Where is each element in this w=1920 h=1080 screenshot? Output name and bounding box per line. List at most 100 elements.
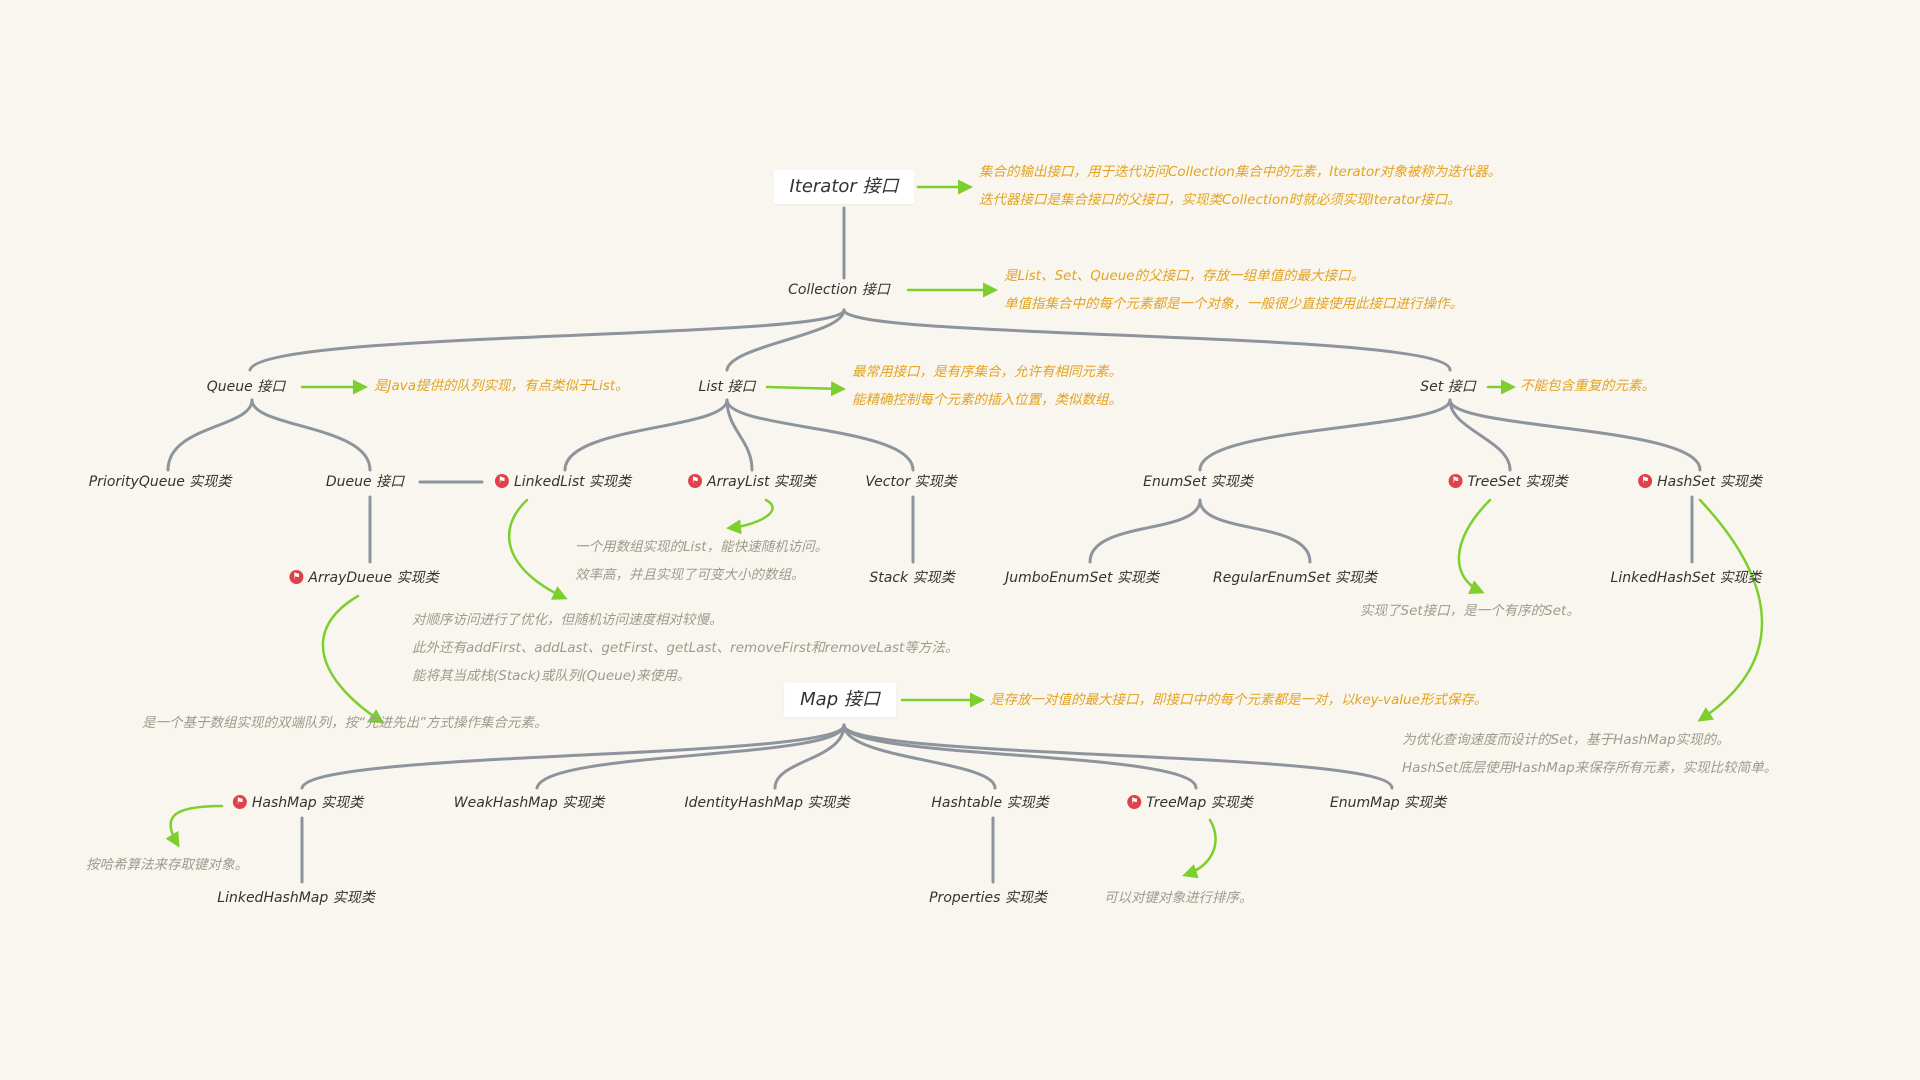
- node-linkedhashmap[interactable]: LinkedHashMap 实现类: [217, 890, 375, 906]
- note-line: 集合的输出接口，用于迭代访问Collection集合中的元素，Iterator对…: [979, 164, 1502, 180]
- node-weakhashmap[interactable]: WeakHashMap 实现类: [453, 795, 605, 811]
- arrow-hashmap-note: [165, 804, 224, 848]
- note-line: 单值指集合中的每个元素都是一个对象，一般很少直接使用此接口进行操作。: [1004, 296, 1463, 312]
- note-collection: 是List、Set、Queue的父接口，存放一组单值的最大接口。 单值指集合中的…: [1004, 262, 1463, 318]
- note-line: 迭代器接口是集合接口的父接口，实现类Collection时就必须实现Iterat…: [979, 192, 1461, 208]
- node-vector[interactable]: Vector 实现类: [865, 474, 957, 490]
- branch-collection-set: [842, 308, 1452, 372]
- note-iterator: 集合的输出接口，用于迭代访问Collection集合中的元素，Iterator对…: [979, 158, 1501, 214]
- note-hashset: 为优化查询速度而设计的Set，基于HashMap实现的。 HashSet底层使用…: [1402, 726, 1777, 782]
- note-treeset: 实现了Set接口，是一个有序的Set。: [1360, 597, 1580, 625]
- node-arraydueue[interactable]: ⚑ ArrayDueue 实现类: [289, 569, 439, 587]
- arrow-treeset-note: [1457, 498, 1492, 595]
- node-stack[interactable]: Stack 实现类: [869, 570, 955, 586]
- flag-icon: ⚑: [1638, 474, 1653, 488]
- node-hashset[interactable]: ⚑ HashSet 实现类: [1638, 473, 1762, 491]
- note-arraylist: 一个用数组实现的List，能快速随机访问。 效率高，并且实现了可变大小的数组。: [575, 533, 828, 589]
- node-properties[interactable]: Properties 实现类: [929, 890, 1047, 906]
- flag-icon: ⚑: [232, 795, 247, 809]
- note-line: 一个用数组实现的List，能快速随机访问。: [575, 539, 829, 555]
- branch-collection-queue: [248, 308, 846, 372]
- node-collection[interactable]: Collection 接口: [788, 282, 890, 298]
- note-line: 实现了Set接口，是一个有序的Set。: [1360, 603, 1580, 619]
- flag-icon: ⚑: [688, 474, 703, 488]
- node-hashset-label: HashSet 实现类: [1657, 474, 1762, 490]
- branch-enumset-jumbo: [1088, 498, 1202, 564]
- node-linkedlist[interactable]: ⚑ LinkedList 实现类: [494, 473, 632, 491]
- branch-map-enummap: [842, 723, 1394, 790]
- note-line: 不能包含重复的元素。: [1520, 378, 1655, 394]
- arrow-arraydueue-note: [321, 594, 385, 724]
- arrow-arraylist-note: [726, 498, 774, 535]
- branch-set-enumset: [1198, 398, 1452, 472]
- node-linkedhashset[interactable]: LinkedHashSet 实现类: [1610, 570, 1762, 586]
- arrow-linkedlist-note: [507, 498, 568, 600]
- node-identityhashmap[interactable]: IdentityHashMap 实现类: [684, 795, 850, 811]
- note-line: 能将其当成栈(Stack)或队列(Queue)来使用。: [412, 668, 691, 684]
- note-map: 是存放一对值的最大接口，即接口中的每个元素都是一对，以key-value形式保存…: [990, 686, 1487, 714]
- arrow-treemap-note: [1182, 818, 1217, 879]
- flag-icon: ⚑: [289, 570, 304, 584]
- node-arraydueue-label: ArrayDueue 实现类: [308, 570, 439, 586]
- note-line: 是一个基于数组实现的双端队列，按“先进先出”方式操作集合元素。: [142, 715, 548, 731]
- branch-set-hashset: [1448, 398, 1702, 472]
- node-treemap[interactable]: ⚑ TreeMap 实现类: [1127, 794, 1253, 812]
- branch-list-vector: [725, 398, 915, 472]
- note-line: 为优化查询速度而设计的Set，基于HashMap实现的。: [1402, 732, 1730, 748]
- note-line: 是Java提供的队列实现，有点类似于List。: [374, 378, 629, 394]
- branch-queue-dueue: [250, 398, 372, 472]
- branch-map-identityhashmap: [773, 723, 846, 790]
- node-queue[interactable]: Queue 接口: [206, 379, 286, 395]
- arrow-list-note: [765, 381, 846, 397]
- branch-queue-priorityqueue: [166, 398, 254, 472]
- node-list[interactable]: List 接口: [698, 379, 756, 395]
- node-enummap[interactable]: EnumMap 实现类: [1329, 795, 1447, 811]
- node-set[interactable]: Set 接口: [1420, 379, 1476, 395]
- note-queue: 是Java提供的队列实现，有点类似于List。: [374, 372, 629, 400]
- note-line: 此外还有addFirst、addLast、getFirst、getLast、re…: [412, 640, 959, 656]
- node-priorityqueue[interactable]: PriorityQueue 实现类: [88, 474, 232, 490]
- branch-list-arraylist: [725, 398, 754, 472]
- node-hashmap[interactable]: ⚑ HashMap 实现类: [232, 794, 364, 812]
- branch-map-treemap: [842, 723, 1198, 790]
- note-line: 最常用接口，是有序集合，允许有相同元素。: [852, 364, 1122, 380]
- branch-enumset-regular: [1198, 498, 1312, 564]
- note-line: 是List、Set、Queue的父接口，存放一组单值的最大接口。: [1004, 268, 1365, 284]
- note-line: 对顺序访问进行了优化，但随机访问速度相对较慢。: [412, 612, 723, 628]
- node-dueue[interactable]: Dueue 接口: [325, 474, 405, 490]
- note-line: 可以对键对象进行排序。: [1104, 890, 1253, 906]
- note-line: 能精确控制每个元素的插入位置，类似数组。: [852, 392, 1122, 408]
- arrow-hashset-note: [1697, 498, 1764, 722]
- note-hashmap: 按哈希算法来存取键对象。: [86, 851, 248, 879]
- node-linkedlist-label: LinkedList 实现类: [513, 474, 632, 490]
- branch-map-hashtable: [842, 723, 997, 790]
- flag-icon: ⚑: [1127, 795, 1142, 809]
- node-map[interactable]: Map 接口: [784, 683, 896, 717]
- node-enumset[interactable]: EnumSet 实现类: [1143, 474, 1253, 490]
- flag-icon: ⚑: [1448, 474, 1463, 488]
- flag-icon: ⚑: [494, 474, 509, 488]
- node-arraylist-label: ArrayList 实现类: [707, 474, 816, 490]
- node-iterator[interactable]: Iterator 接口: [773, 170, 915, 204]
- note-linkedlist: 对顺序访问进行了优化，但随机访问速度相对较慢。 此外还有addFirst、add…: [412, 606, 958, 690]
- node-hashtable[interactable]: Hashtable 实现类: [931, 795, 1049, 811]
- note-arraydueue: 是一个基于数组实现的双端队列，按“先进先出”方式操作集合元素。: [142, 709, 548, 737]
- branch-map-weakhashmap: [535, 723, 846, 790]
- note-line: 是存放一对值的最大接口，即接口中的每个元素都是一对，以key-value形式保存…: [990, 692, 1488, 708]
- note-line: HashSet底层使用HashMap来保存所有元素，实现比较简单。: [1402, 760, 1778, 776]
- node-regularenumset[interactable]: RegularEnumSet 实现类: [1213, 570, 1377, 586]
- branch-collection-list: [725, 308, 846, 372]
- note-line: 效率高，并且实现了可变大小的数组。: [575, 567, 805, 583]
- node-treeset-label: TreeSet 实现类: [1467, 474, 1568, 490]
- node-treeset[interactable]: ⚑ TreeSet 实现类: [1448, 473, 1568, 491]
- node-jumboenumset[interactable]: JumboEnumSet 实现类: [1005, 570, 1159, 586]
- node-treemap-label: TreeMap 实现类: [1146, 795, 1253, 811]
- branch-map-hashmap: [300, 723, 846, 790]
- branch-list-linkedlist: [563, 398, 729, 472]
- node-arraylist[interactable]: ⚑ ArrayList 实现类: [688, 473, 816, 491]
- branch-set-treeset: [1448, 398, 1512, 472]
- note-set: 不能包含重复的元素。: [1520, 372, 1655, 400]
- node-hashmap-label: HashMap 实现类: [251, 795, 364, 811]
- note-line: 按哈希算法来存取键对象。: [86, 857, 248, 873]
